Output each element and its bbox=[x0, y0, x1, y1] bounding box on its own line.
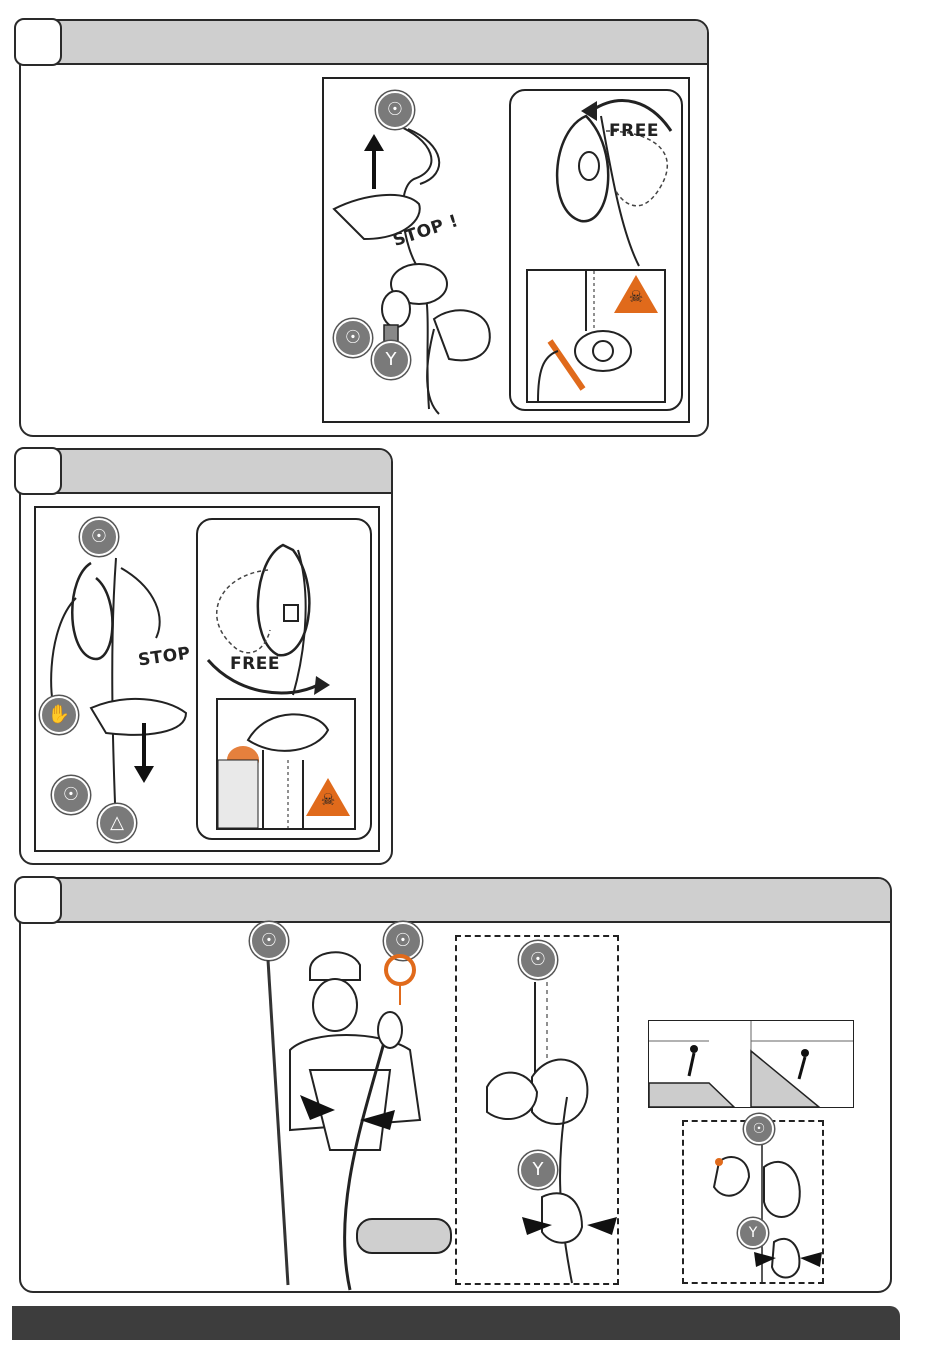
cam-squeeze-illustration bbox=[684, 1122, 822, 1282]
harness-icon: Y bbox=[738, 1218, 768, 1248]
detail-dashed-frame-1: ☉ Y bbox=[455, 935, 619, 1285]
pulley-free-illustration bbox=[198, 520, 370, 700]
anchor-icon: ☉ bbox=[519, 941, 557, 979]
terrain-illustration bbox=[649, 1021, 853, 1107]
anchor-icon: ☉ bbox=[744, 1114, 774, 1144]
panel-header-3 bbox=[21, 879, 890, 923]
anchor-icon: ☉ bbox=[52, 776, 90, 814]
cam-release-illustration bbox=[457, 937, 617, 1283]
free-label: FREE bbox=[609, 121, 659, 141]
warning-subframe-2: ☠ bbox=[216, 698, 356, 830]
anchor-icon: ☉ bbox=[334, 319, 372, 357]
harness-icon: △ bbox=[98, 804, 136, 842]
detail-inset-1: FREE ☠ bbox=[509, 89, 683, 411]
detail-dashed-frame-2: ☉ Y bbox=[682, 1120, 824, 1284]
warning-subframe-1: ☠ bbox=[526, 269, 666, 403]
anchor-icon: ☉ bbox=[80, 518, 118, 556]
illustration-frame-2: ☉ ✋ ☉ △ STOP ! FREE ☠ bbox=[34, 506, 380, 852]
rope-pull-illustration bbox=[324, 79, 504, 419]
detail-inset-2: FREE ☠ bbox=[196, 518, 372, 840]
harness-icon: Y bbox=[519, 1151, 557, 1189]
pulley-free-illustration bbox=[511, 91, 681, 271]
hand-icon: ✋ bbox=[40, 696, 78, 734]
illustration-frame-1: ☉ ☉ Y STOP ! FREE ☠ bbox=[322, 77, 690, 423]
free-label: FREE bbox=[230, 654, 280, 674]
terrain-frame bbox=[648, 1020, 854, 1108]
step-number-2 bbox=[14, 447, 62, 495]
panel-header-1 bbox=[21, 21, 707, 65]
footer-bar bbox=[12, 1306, 900, 1340]
step-number-1 bbox=[14, 18, 62, 66]
harness-icon: Y bbox=[372, 341, 410, 379]
step-number-3 bbox=[14, 876, 62, 924]
anchor-icon: ☉ bbox=[376, 91, 414, 129]
label-pill bbox=[356, 1218, 452, 1254]
danger-warning-icon: ☠ bbox=[306, 778, 350, 816]
danger-warning-icon: ☠ bbox=[614, 275, 658, 313]
panel-header-2 bbox=[21, 450, 391, 494]
